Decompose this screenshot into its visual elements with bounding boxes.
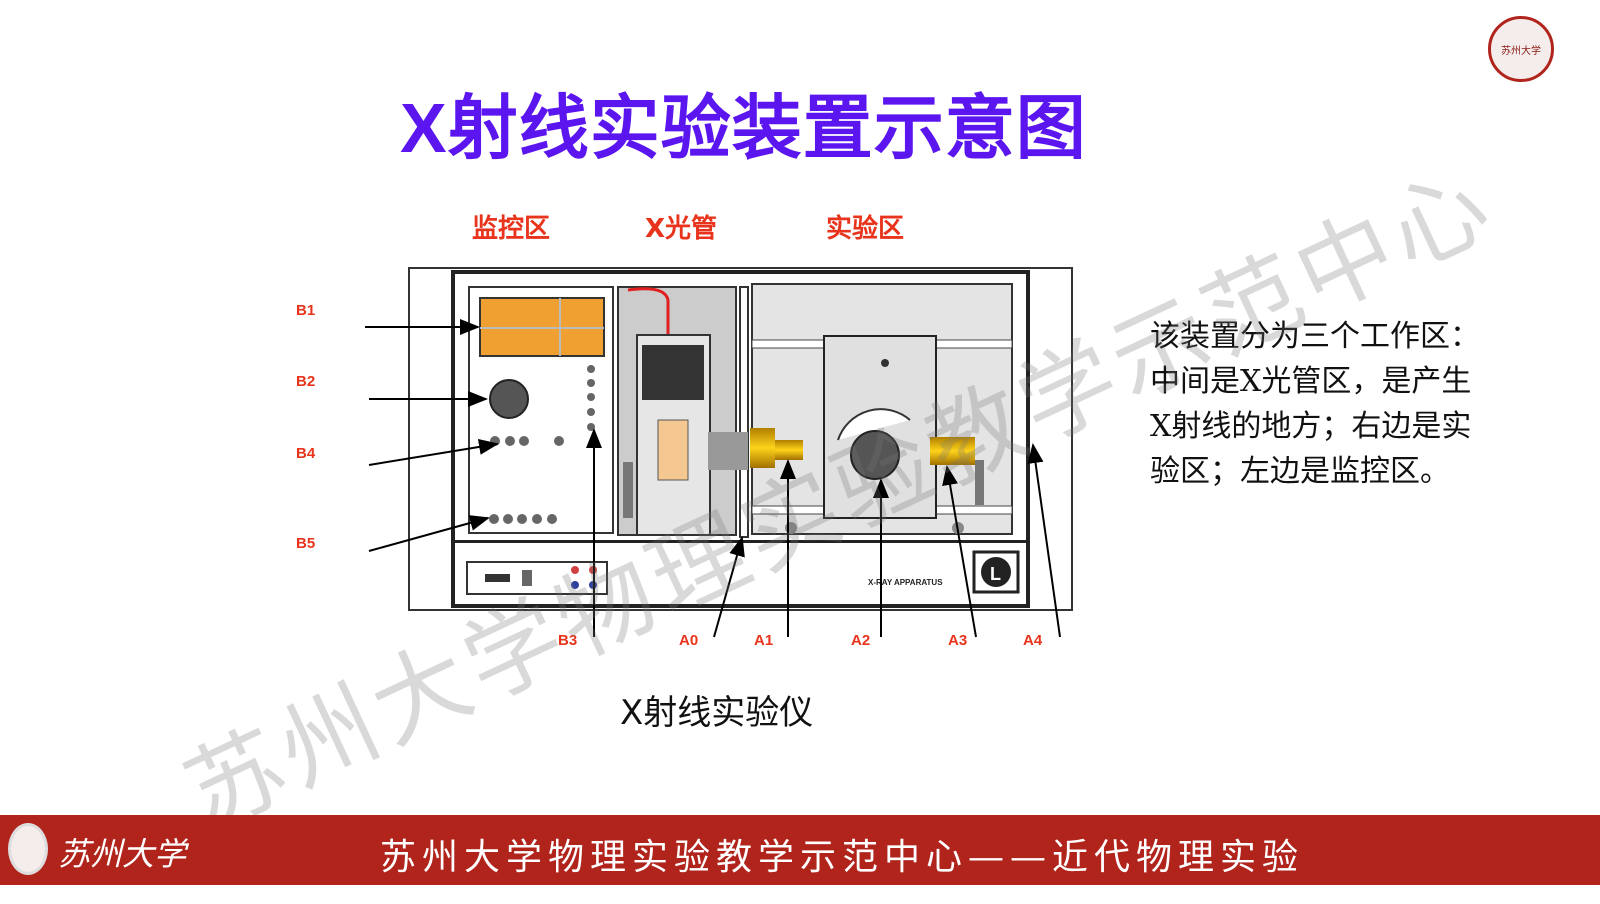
label-a4: A4 <box>1023 632 1043 649</box>
footer-brand: 苏州大学 <box>58 835 187 873</box>
label-b1: B1 <box>296 302 316 319</box>
label-b2: B2 <box>296 373 316 390</box>
seal-text: 苏州大学 <box>1501 45 1541 57</box>
description-text: 该装置分为三个工作区：中间是X光管区，是产生X射线的地方；右边是实验区；左边是监… <box>1150 319 1480 489</box>
slide-title: X射线实验装置示意图 <box>400 89 1087 167</box>
callout-arrows <box>365 319 1061 638</box>
footer-text: 苏州大学物理实验教学示范中心——近代物理实验 <box>380 837 1305 878</box>
label-a0: A0 <box>679 632 699 649</box>
diagram-caption: X射线实验仪 <box>620 693 814 733</box>
zone-experiment-label: 实验区 <box>826 214 905 244</box>
zone-monitor-label: 监控区 <box>472 214 551 244</box>
device-brand-text: X-RAY APPARATUS <box>868 578 943 587</box>
university-seal-footer <box>8 823 48 875</box>
footer-bar: 苏州大学 苏州大学物理实验教学示范中心——近代物理实验 <box>0 815 1600 885</box>
label-a2: A2 <box>851 632 871 649</box>
label-a1: A1 <box>754 632 774 649</box>
svg-text:L: L <box>990 564 1001 584</box>
label-b3: B3 <box>558 632 578 649</box>
label-b5: B5 <box>296 535 316 552</box>
zone-xray-tube-label: X光管 <box>645 214 718 244</box>
label-a3: A3 <box>948 632 968 649</box>
university-seal-top: 苏州大学 <box>1488 16 1554 82</box>
label-b4: B4 <box>296 445 316 462</box>
